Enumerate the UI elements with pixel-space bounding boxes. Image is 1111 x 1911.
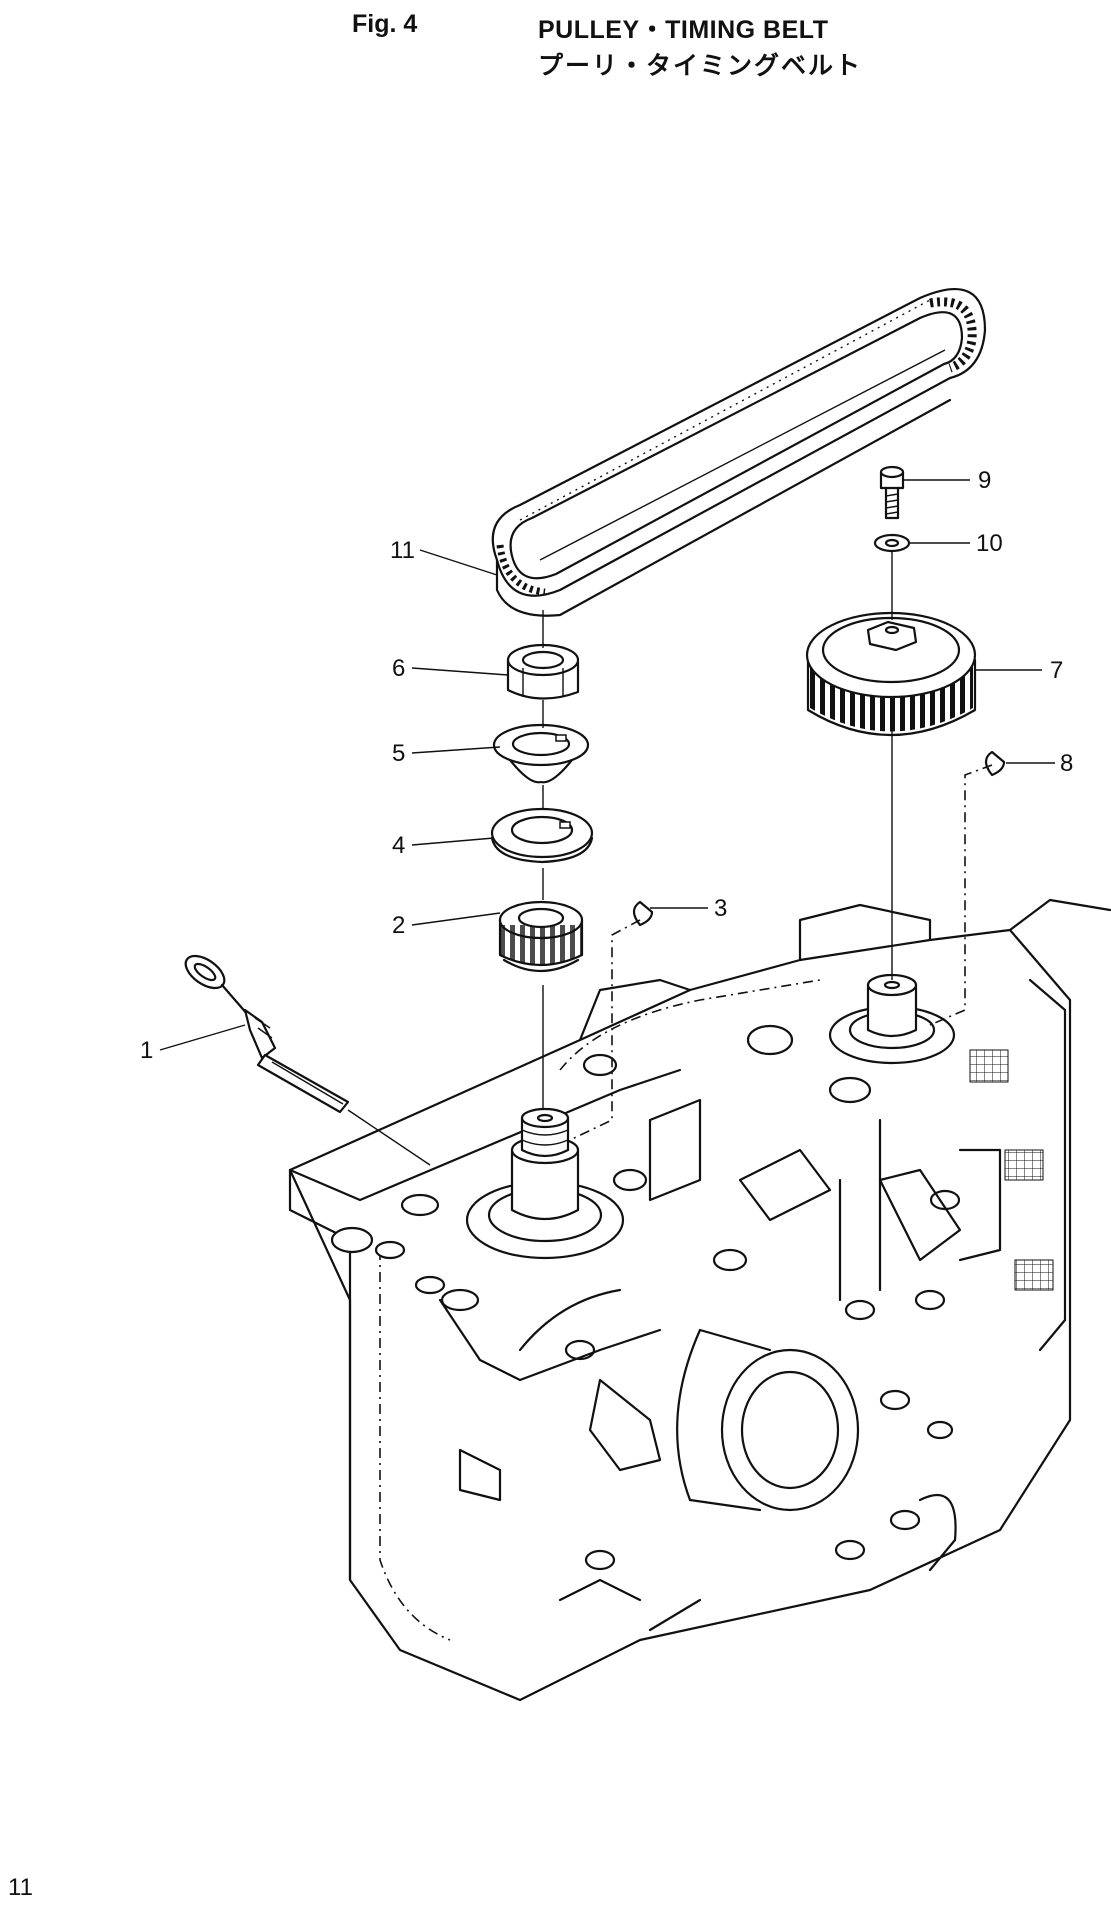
lock-washer	[492, 723, 590, 784]
pulley-nut	[506, 643, 580, 700]
driven-pulley	[805, 611, 977, 737]
callout-4: 4	[392, 832, 405, 859]
woodruff-key-3	[632, 900, 654, 927]
timing-belt	[491, 288, 987, 617]
callout-8: 8	[1060, 750, 1073, 777]
figure-title-english: PULLEY・TIMING BELT	[538, 16, 829, 44]
page-number: 11	[8, 1874, 33, 1901]
figure-header: Fig. 4 PULLEY・TIMING BELT プーリ・タイミングベルト	[0, 8, 1111, 80]
callout-labels: 1 2 3 4 5 6 7 8 9 10 11	[140, 467, 1073, 1064]
callout-7: 7	[1050, 657, 1063, 684]
oil-dipstick	[184, 954, 350, 1114]
callout-1: 1	[140, 1037, 153, 1064]
callout-3: 3	[714, 895, 727, 922]
pulley-bolt	[879, 465, 905, 520]
assembly-center-lines	[347, 550, 993, 1166]
figure-number: Fig. 4	[352, 10, 418, 38]
callout-10: 10	[976, 530, 1003, 557]
drive-pulley	[498, 900, 584, 973]
callout-leaders	[159, 479, 1055, 1051]
woodruff-key-8	[984, 750, 1006, 777]
callout-11: 11	[390, 537, 415, 564]
callout-9: 9	[978, 467, 991, 494]
bolt-washer	[873, 533, 911, 553]
callout-6: 6	[392, 655, 405, 682]
pulley-washer	[490, 807, 594, 864]
figure-title-japanese: プーリ・タイミングベルト	[538, 52, 863, 80]
engine-block	[288, 898, 1111, 1702]
callout-2: 2	[392, 912, 405, 939]
callout-5: 5	[392, 740, 405, 767]
